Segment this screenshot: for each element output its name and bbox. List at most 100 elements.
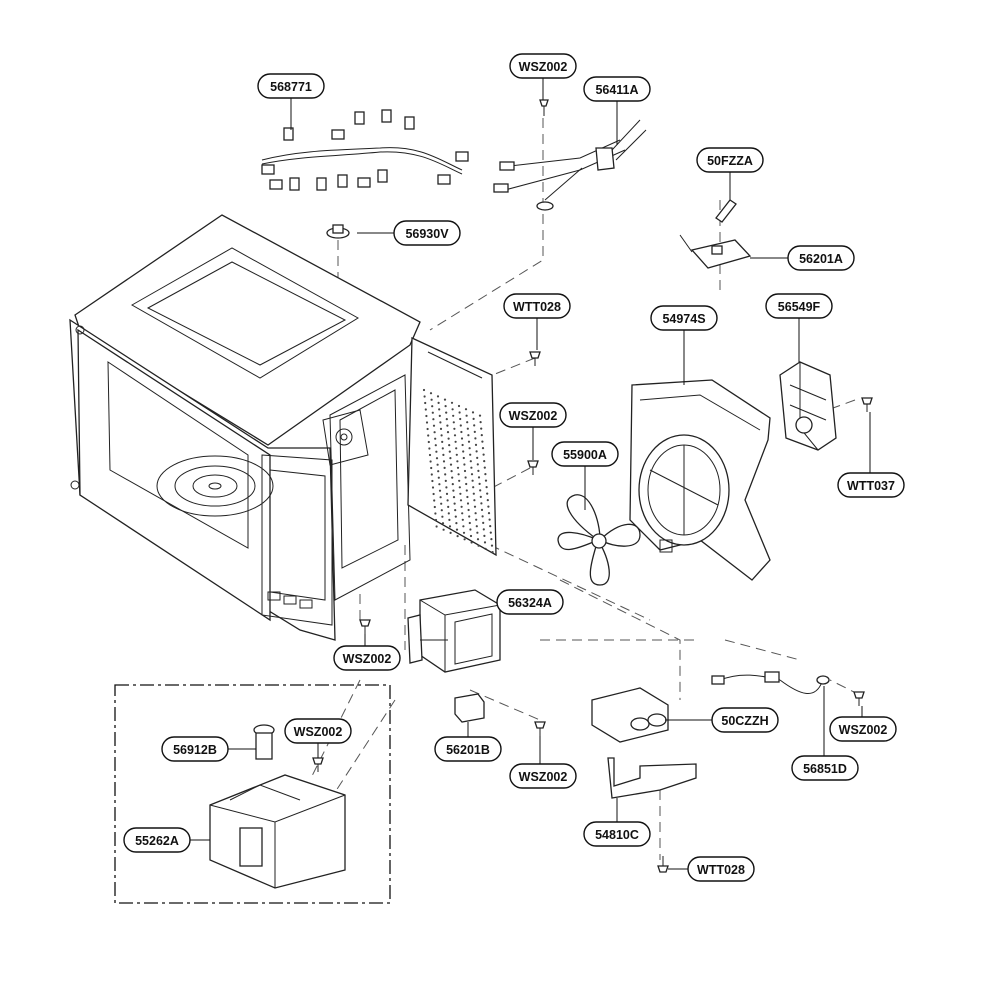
vent-hole: [441, 440, 444, 443]
vent-hole: [473, 499, 476, 502]
vent-hole: [487, 505, 490, 508]
vent-hole: [425, 421, 429, 424]
vent-hole: [488, 518, 491, 521]
svg-text:WSZ002: WSZ002: [343, 652, 392, 666]
fan-blade-55900a: [557, 494, 641, 586]
screw-wsz002-low: [534, 721, 546, 736]
vent-hole: [478, 482, 481, 485]
vent-hole: [476, 538, 480, 541]
svg-text:56851D: 56851D: [803, 762, 847, 776]
vent-hole: [444, 405, 447, 408]
vent-hole: [444, 473, 447, 476]
vent-hole: [484, 473, 487, 476]
oven-cabinet: [69, 214, 421, 641]
screw-wtt037: [861, 397, 873, 412]
vent-hole: [452, 414, 455, 417]
svg-text:56930V: 56930V: [405, 227, 449, 241]
vent-hole: [473, 430, 476, 433]
vent-hole: [437, 476, 440, 479]
vent-hole: [468, 521, 471, 525]
part-label-wtt028-bottom: WTT028: [687, 856, 755, 882]
vent-hole: [480, 502, 483, 505]
vent-hole: [479, 421, 482, 424]
vent-hole: [477, 544, 480, 547]
vent-hole: [431, 405, 434, 408]
part-label-wtt028-upper: WTT028: [503, 293, 571, 319]
vent-hole: [474, 443, 478, 446]
vent-hole: [428, 447, 431, 450]
vent-hole: [460, 430, 463, 434]
vent-hole: [444, 479, 447, 482]
screw-wsz002-box: [312, 757, 324, 772]
vent-hole: [455, 528, 459, 531]
vent-hole: [484, 479, 488, 482]
svg-text:WTT028: WTT028: [697, 863, 745, 877]
vent-hole: [434, 437, 437, 440]
part-label-wsz002-top: WSZ002: [509, 53, 577, 79]
vent-hole: [476, 463, 479, 466]
vent-hole: [477, 476, 481, 479]
vent-hole: [461, 512, 464, 515]
svg-text:568771: 568771: [270, 80, 312, 94]
vent-hole: [434, 444, 437, 447]
vent-hole: [449, 463, 453, 466]
vent-hole: [449, 531, 452, 535]
vent-hole: [441, 515, 444, 518]
svg-text:56411A: 56411A: [595, 83, 638, 97]
vent-hole: [455, 447, 458, 450]
svg-text:WSZ002: WSZ002: [519, 770, 568, 784]
vent-hole: [437, 470, 440, 473]
vent-hole: [439, 427, 443, 430]
vent-hole: [458, 411, 461, 414]
vent-hole: [471, 479, 474, 482]
vent-hole: [452, 421, 455, 424]
vent-hole: [446, 424, 449, 427]
vent-panel: [407, 336, 497, 557]
wire-56851d: [711, 671, 830, 694]
part-label-56201B: 56201B: [434, 736, 502, 762]
svg-text:50FZZA: 50FZZA: [707, 154, 753, 168]
vent-hole: [438, 414, 441, 417]
vent-hole: [438, 408, 441, 411]
vent-hole: [438, 483, 441, 486]
capacitor-50czzh: [591, 687, 669, 743]
vent-hole: [477, 469, 480, 472]
vent-hole: [491, 551, 494, 554]
vent-hole: [451, 483, 454, 486]
part-label-55900A: 55900A: [551, 441, 619, 467]
vent-hole: [489, 531, 492, 534]
vent-hole: [463, 463, 466, 466]
screw-wsz002-mid: [527, 460, 539, 475]
vent-hole: [482, 528, 485, 531]
vent-hole: [459, 492, 462, 495]
vent-hole: [484, 547, 487, 551]
vent-hole: [432, 492, 435, 496]
part-label-56411A: 56411A: [583, 76, 651, 102]
vent-hole: [455, 522, 458, 525]
vent-hole: [464, 476, 467, 479]
vent-hole: [474, 437, 477, 440]
vent-hole: [431, 479, 434, 483]
vent-hole: [442, 453, 445, 456]
vent-hole: [441, 522, 445, 525]
vent-hole: [441, 447, 444, 450]
vent-hole: [440, 434, 443, 437]
vent-hole: [465, 489, 468, 492]
vent-hole: [458, 486, 461, 489]
vent-hole: [473, 505, 477, 508]
sensor-56411a: [493, 99, 647, 211]
part-label-56851D: 56851D: [791, 755, 859, 781]
vent-hole: [447, 437, 450, 440]
vent-hole: [462, 450, 465, 453]
vent-hole: [483, 460, 486, 463]
vent-hole: [458, 479, 461, 482]
vent-hole: [461, 518, 464, 521]
vent-hole: [445, 411, 448, 414]
part-label-50FZZA: 50FZZA: [696, 147, 764, 173]
vent-hole: [443, 398, 447, 401]
vent-hole: [450, 401, 454, 404]
vent-hole: [468, 447, 471, 450]
vent-hole: [454, 440, 457, 443]
vent-hole: [482, 453, 485, 456]
board-56201a: [679, 234, 752, 269]
